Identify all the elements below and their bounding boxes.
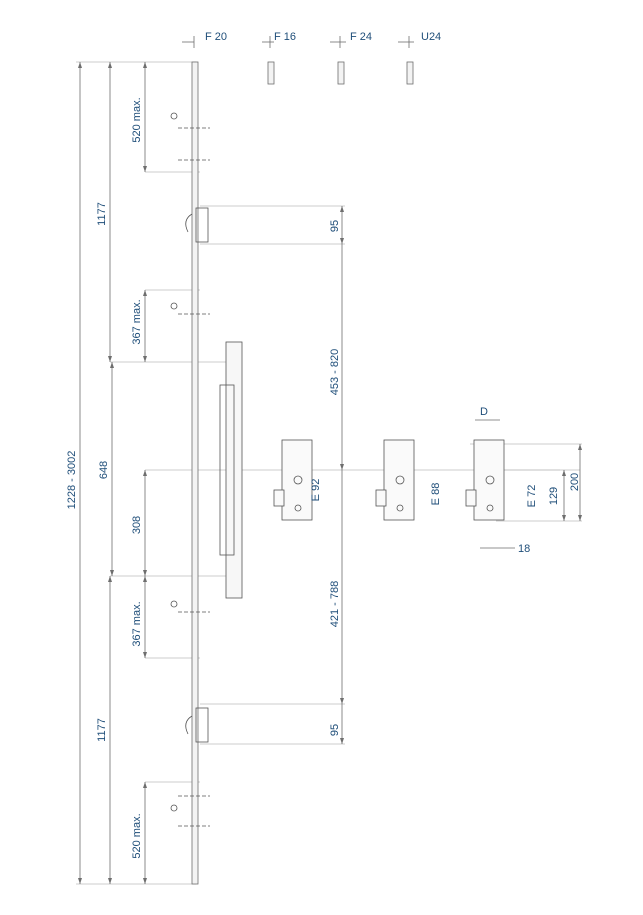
cylinder-e88 — [396, 504, 404, 512]
dim-lower-cut: 520 max. — [131, 813, 143, 859]
backset-e88: E 88 — [430, 482, 442, 506]
cylinder-e92 — [294, 504, 302, 512]
dim-upper-hook-offset: 95 — [329, 219, 341, 233]
profile-f16 — [267, 61, 275, 85]
scissors-icon — [170, 600, 178, 608]
dim-middle-section: 648 — [98, 460, 110, 480]
profile-f20 — [191, 61, 199, 885]
dim-upper-middle-cut: 367 max. — [131, 299, 143, 345]
scissors-icon — [170, 804, 178, 812]
main-bar-inner — [219, 384, 235, 556]
dimension-lines — [79, 41, 581, 884]
label-f24: F 24 — [350, 31, 373, 43]
lock-cases — [273, 439, 505, 521]
latch-e88 — [375, 489, 387, 507]
dim-upper-range: 453 - 820 — [329, 348, 341, 396]
profile-f24 — [337, 61, 345, 85]
dim-upper-cut: 520 max. — [131, 97, 143, 143]
dim-200: 200 — [569, 472, 581, 492]
dim-129: 129 — [548, 486, 560, 506]
latch-e92 — [273, 489, 285, 507]
latch-e72 — [465, 489, 477, 507]
hook-keep-upper — [195, 207, 209, 243]
scissors-icon — [170, 302, 178, 310]
extension-lines — [76, 61, 582, 885]
spindle-e92 — [293, 475, 303, 485]
backset-e92: E 92 — [310, 478, 322, 502]
dim-lower-range: 421 - 788 — [329, 580, 341, 628]
dim-lower-hook-offset: 95 — [329, 723, 341, 737]
cylinder-e72 — [486, 504, 494, 512]
hook-upper — [185, 213, 193, 233]
hook-keep-lower — [195, 707, 209, 743]
dim-lower-section: 1177 — [96, 718, 108, 742]
label-u24: U24 — [421, 31, 442, 43]
arrow-heads — [78, 62, 582, 884]
spindle-e72 — [485, 475, 495, 485]
scissors-icon — [170, 112, 178, 120]
backset-e72: E 72 — [526, 484, 538, 508]
profile-u24 — [406, 61, 414, 85]
hook-lower — [185, 715, 193, 735]
label-f16: F 16 — [274, 31, 297, 43]
profiles — [191, 36, 414, 885]
dim-18: 18 — [518, 543, 531, 555]
dim-overall: 1228 - 3002 — [66, 450, 78, 510]
dim-upper-section: 1177 — [96, 202, 108, 226]
dim-handle-height: 308 — [131, 515, 143, 535]
spindle-e88 — [395, 475, 405, 485]
label-f20: F 20 — [205, 31, 228, 43]
bar-details — [170, 112, 243, 827]
dim-d: D — [480, 406, 488, 418]
dim-lower-middle-cut: 367 max. — [131, 601, 143, 647]
